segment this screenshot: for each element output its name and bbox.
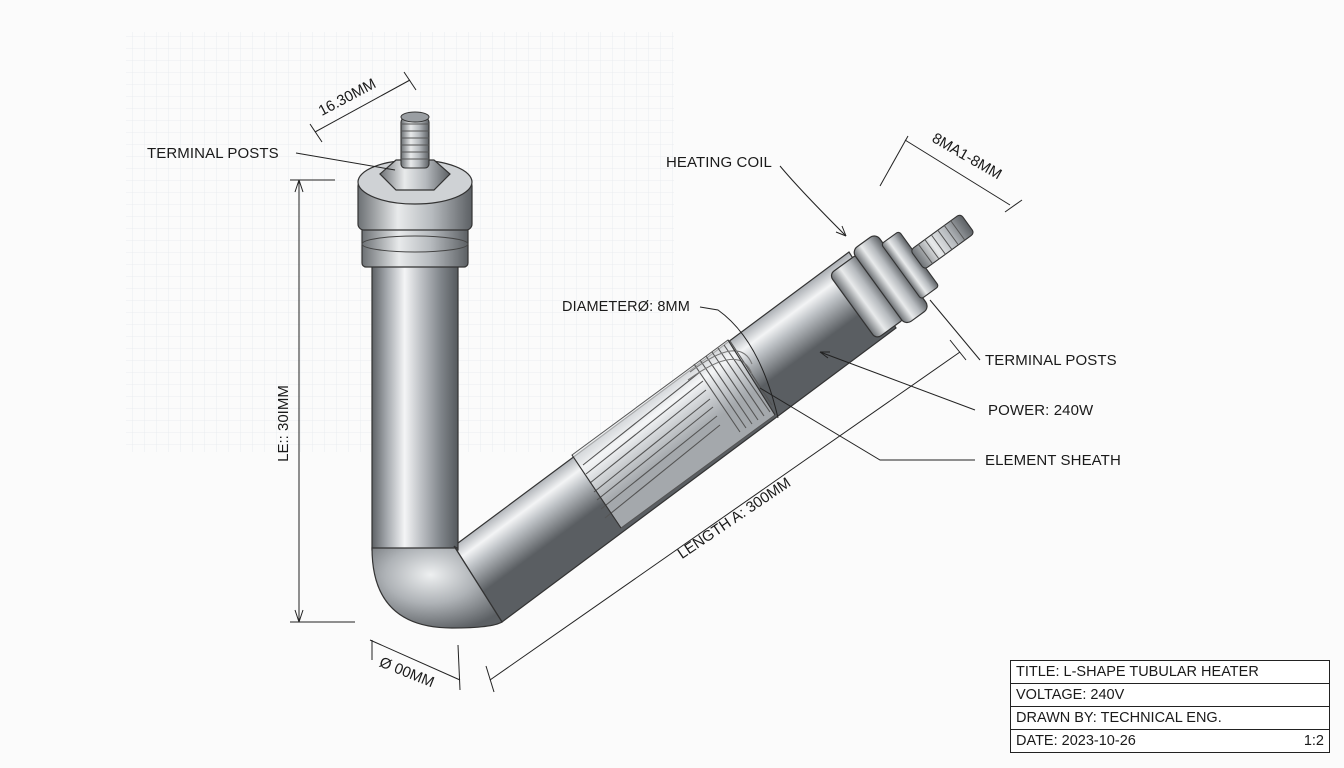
- callout-heating-coil: HEATING COIL: [666, 154, 772, 171]
- title-block-voltage-row: VOLTAGE: 240V: [1011, 684, 1329, 707]
- title-block-date: DATE: 2023-10-26: [1016, 733, 1136, 749]
- callout-element-sheath: ELEMENT SHEATH: [985, 452, 1121, 469]
- dimension-lines: [290, 71, 1023, 693]
- title-block-voltage: VOLTAGE: 240V: [1016, 687, 1125, 703]
- callout-power: POWER: 240W: [988, 402, 1094, 419]
- callout-terminal-posts-right: TERMINAL POSTS: [985, 352, 1117, 369]
- title-block-drawn-row: DRAWN BY: TECHNICAL ENG.: [1011, 707, 1329, 730]
- title-block-date-row: DATE: 2023-10-26 1:2: [1011, 730, 1329, 752]
- top-terminal: [357, 111, 473, 268]
- title-block-title-row: TITLE: L-SHAPE TUBULAR HEATER: [1011, 661, 1329, 684]
- title-block-drawn-by: DRAWN BY: TECHNICAL ENG.: [1016, 710, 1222, 726]
- title-block-scale: 1:2: [1303, 733, 1324, 749]
- right-terminal: [830, 214, 974, 338]
- tube-bend: [371, 545, 503, 629]
- heating-coil-wire: [582, 340, 773, 519]
- dim-vertical-leg: LE:: 30IMM: [274, 385, 292, 462]
- callout-terminal-posts-top: TERMINAL POSTS: [147, 145, 279, 162]
- vertical-tube: [371, 264, 459, 551]
- callout-diameter: DIAMETERØ: 8MM: [562, 299, 690, 315]
- title-block: TITLE: L-SHAPE TUBULAR HEATER VOLTAGE: 2…: [1010, 660, 1330, 753]
- title-block-title: TITLE: L-SHAPE TUBULAR HEATER: [1016, 664, 1259, 680]
